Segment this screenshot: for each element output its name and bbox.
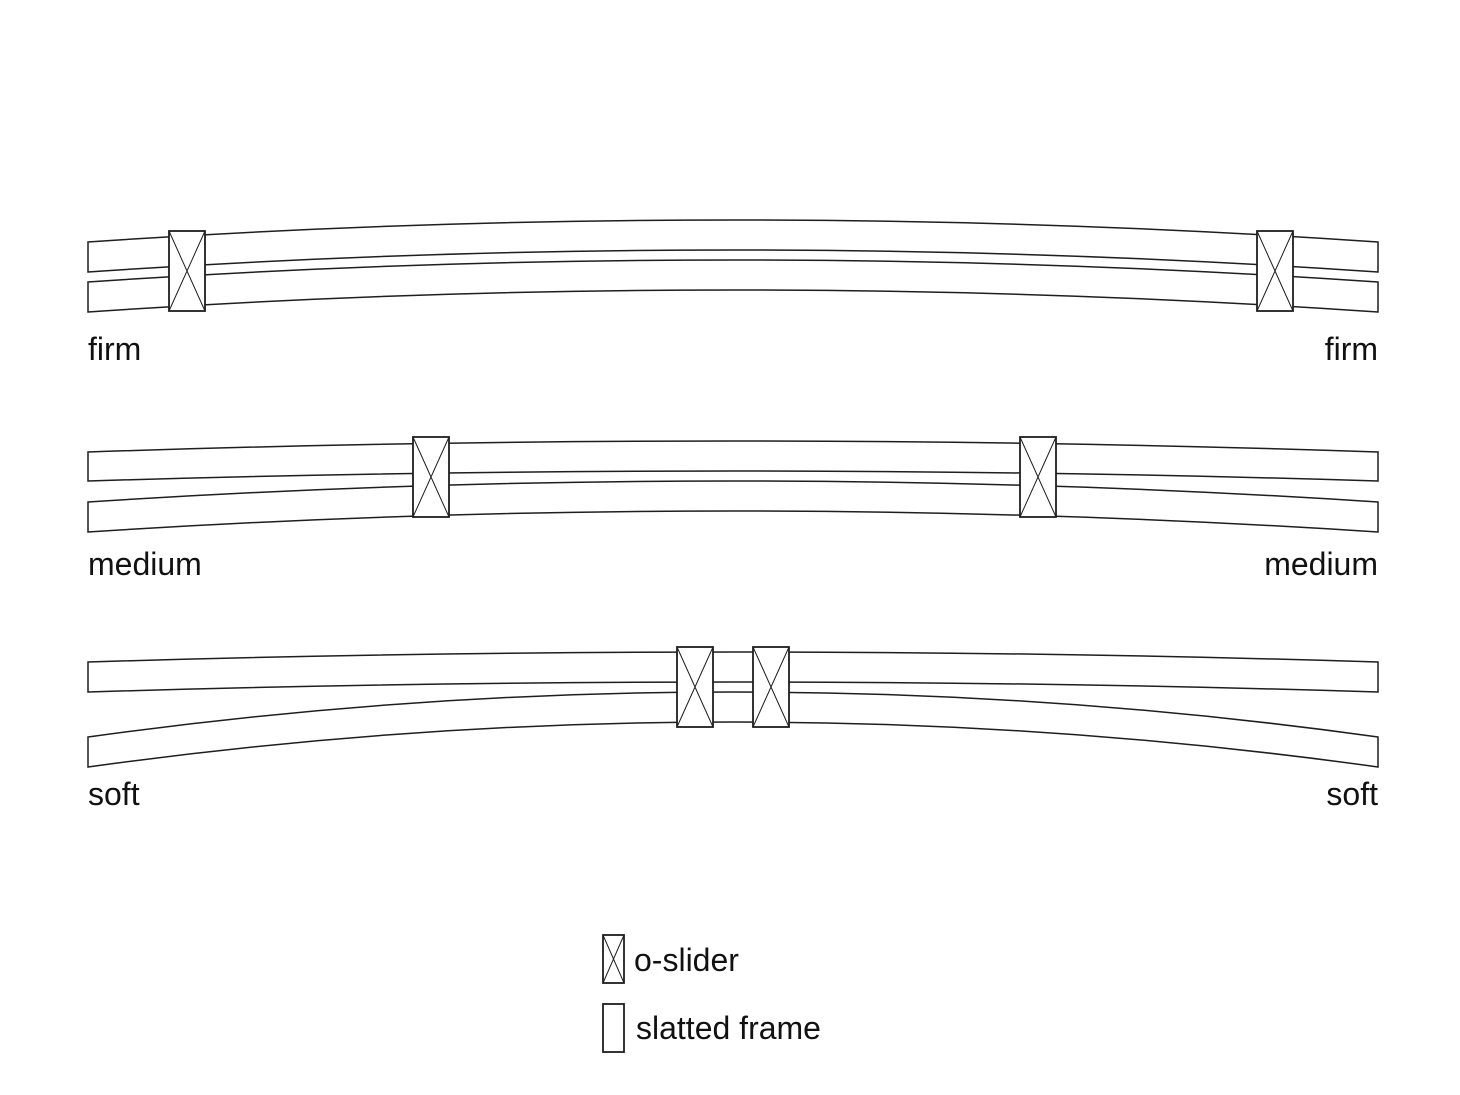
row-firm: firm firm — [87, 219, 1379, 367]
o-slider-firm-right — [1256, 230, 1294, 312]
slat-soft-upper — [87, 651, 1379, 693]
soft-label-left: soft — [88, 776, 140, 812]
firm-label-left: firm — [88, 331, 141, 367]
o-slider-legend-icon — [602, 934, 625, 984]
slat-firm-upper — [87, 219, 1379, 273]
slat-firm-lower — [87, 259, 1379, 313]
firm-label-right: firm — [1325, 331, 1378, 367]
row-medium: medium medium — [87, 436, 1379, 582]
o-slider-medium-left — [412, 436, 450, 518]
legend: o-slider slatted frame — [602, 934, 821, 1053]
legend-label-slatted-frame: slatted frame — [636, 1010, 821, 1046]
legend-item-o-slider: o-slider — [602, 934, 739, 984]
o-slider-firm-left — [168, 230, 206, 312]
o-slider-soft-right — [752, 646, 790, 728]
legend-item-slatted-frame: slatted frame — [602, 1003, 821, 1053]
medium-label-left: medium — [88, 546, 202, 582]
row-soft: soft soft — [87, 646, 1379, 812]
slatted-frame-legend-icon — [602, 1003, 625, 1053]
slat-medium-upper — [87, 440, 1379, 482]
o-slider-soft-left — [676, 646, 714, 728]
slat-medium-lower — [87, 480, 1379, 533]
legend-label-o-slider: o-slider — [634, 942, 739, 978]
soft-label-right: soft — [1326, 776, 1378, 812]
slat-soft-lower — [87, 691, 1379, 768]
o-slider-medium-right — [1019, 436, 1057, 518]
medium-label-right: medium — [1264, 546, 1378, 582]
